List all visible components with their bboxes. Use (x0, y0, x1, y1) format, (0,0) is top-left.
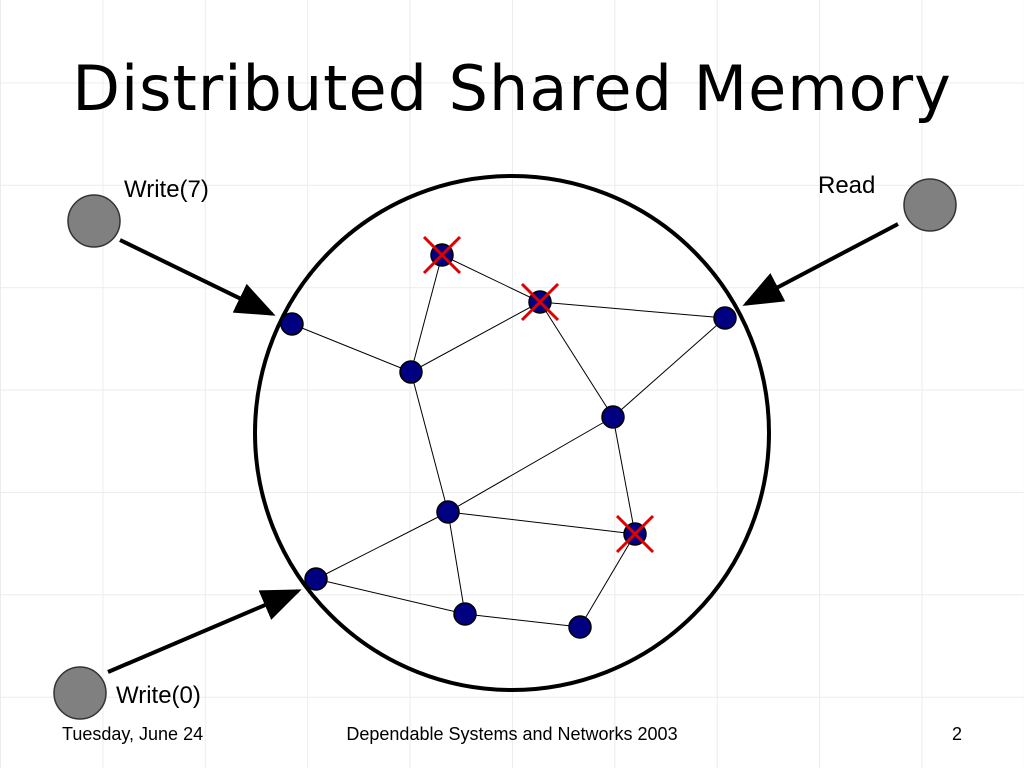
arrow-client-write7 (119, 238, 276, 316)
read-label: Read (818, 172, 876, 199)
edge-n7-n10 (447, 511, 466, 615)
footer-date: Tuesday, June 24 (62, 724, 204, 744)
slide-title: Distributed Shared Memory (72, 52, 952, 125)
failure-x-icon (422, 235, 462, 275)
node-n4 (280, 312, 304, 336)
edge-n4-n5 (291, 323, 412, 373)
edge-n10-n11 (464, 613, 581, 628)
edge-n3-n6 (612, 317, 726, 418)
footer-conference: Dependable Systems and Networks 2003 (346, 724, 678, 744)
node-n7 (436, 500, 460, 524)
client-write0-node (53, 666, 107, 720)
edge-n1-n5 (410, 254, 443, 373)
write-7-label: Write(7) (124, 176, 209, 203)
nodes-group (280, 235, 737, 639)
edge-n6-n7 (447, 416, 614, 513)
client-read-node (903, 178, 957, 232)
edges-group (291, 254, 726, 628)
arrows-group (107, 222, 899, 674)
clients-group (53, 178, 957, 720)
page-number: 2 (951, 724, 962, 744)
node-n11 (568, 615, 592, 639)
edge-n5-n7 (410, 371, 449, 513)
edge-n11-n8 (579, 533, 636, 628)
edge-n1-n2 (441, 254, 541, 303)
edge-n2-n3 (539, 301, 726, 319)
edge-n2-n5 (410, 301, 541, 373)
arrow-client-read (742, 222, 899, 306)
edge-n6-n8 (612, 416, 636, 535)
edge-n7-n9 (315, 511, 449, 580)
memory-boundary-circle (253, 174, 771, 692)
write-0-label: Write(0) (116, 682, 201, 709)
node-n10 (453, 602, 477, 626)
node-n3 (713, 306, 737, 330)
client-write7-node (67, 194, 121, 248)
edge-n2-n6 (539, 301, 614, 418)
edge-n9-n10 (315, 578, 466, 615)
edge-n7-n8 (447, 511, 636, 535)
failure-x-icon (615, 514, 655, 554)
failure-x-icon (520, 282, 560, 322)
node-n9 (304, 567, 328, 591)
node-n5 (399, 360, 423, 384)
node-n6 (601, 405, 625, 429)
arrow-client-write0 (107, 589, 302, 674)
